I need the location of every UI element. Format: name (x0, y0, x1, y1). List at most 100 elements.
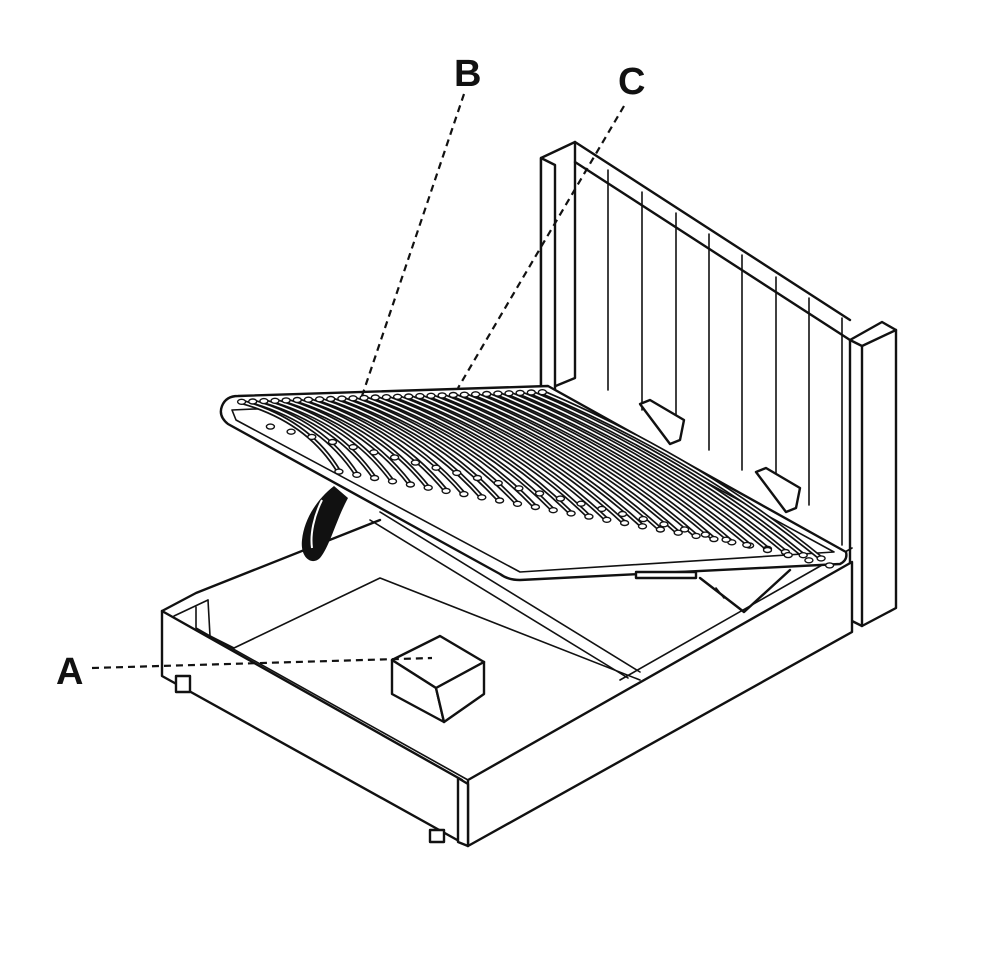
slat-clip (638, 515, 648, 523)
slat-clip (286, 428, 296, 435)
slat-clip (470, 391, 481, 398)
slat-clip (459, 391, 470, 398)
slat-clip (597, 505, 607, 513)
slat-highlight (285, 399, 412, 485)
slat-clip (441, 487, 451, 495)
slat-highlight (241, 401, 340, 473)
slat-highlight (452, 394, 679, 534)
slat-clip (602, 516, 612, 523)
slat-clip (816, 555, 826, 562)
slat-highlight (542, 391, 822, 560)
slat-clip (679, 526, 690, 533)
slat-clip (619, 519, 630, 527)
slat-clip (334, 468, 344, 475)
slat-clip (265, 423, 276, 430)
slat-highlight (475, 393, 715, 540)
slat-clip (526, 389, 536, 396)
frame-brackets (638, 398, 802, 514)
slat-clip (270, 397, 280, 404)
slat-clip (482, 390, 492, 398)
slat-highlight (297, 399, 429, 489)
slat-highlight (352, 397, 519, 505)
slat-clip (555, 495, 566, 502)
headboard (539, 140, 898, 628)
slat-clip (369, 474, 380, 482)
slat-highlight (308, 398, 447, 492)
slat-clip (494, 497, 505, 504)
slat-highlight (252, 400, 358, 476)
slat-clip (530, 503, 541, 511)
slat-clip (762, 546, 773, 554)
slat-clip (673, 529, 683, 536)
slat-highlight (319, 398, 465, 495)
slat-clip (292, 396, 302, 404)
slat-clip (700, 531, 711, 538)
slat-clip (247, 398, 258, 405)
storage-base (160, 511, 854, 848)
slat-highlight (530, 391, 804, 556)
slat-clip (721, 536, 731, 543)
slat-clip (303, 396, 314, 403)
slat-clip (742, 541, 752, 549)
slat-highlight (397, 396, 590, 518)
slat-highlight (430, 395, 644, 527)
slat-clip (389, 454, 400, 461)
slat-clip (783, 551, 793, 559)
slat-clip (691, 532, 701, 540)
callout-a-label: A (56, 651, 83, 693)
slat-clip (584, 513, 594, 520)
slat-clip (352, 471, 362, 478)
slat-highlight (486, 393, 733, 543)
slat-highlight (508, 392, 769, 550)
slat-clip (370, 394, 380, 401)
slat-clip (504, 390, 514, 397)
slat-clip (381, 394, 392, 401)
slat-clip (415, 392, 425, 400)
slat-clip (515, 389, 525, 397)
slat-clip (405, 481, 416, 488)
slat-clip (437, 392, 447, 399)
slat-clip (426, 392, 436, 399)
slat-clip (348, 443, 358, 451)
slat-highlight (408, 395, 608, 521)
slat-clip (534, 490, 545, 497)
gas-lift-mechanism (634, 568, 792, 614)
slat-clip (431, 464, 441, 471)
slat-clip (404, 393, 414, 400)
hardware-box (390, 634, 486, 724)
slat-clip (392, 393, 403, 400)
slat-clip (359, 394, 369, 402)
slat-highlight (274, 400, 394, 482)
slat-highlight (419, 395, 626, 524)
slat-clip (537, 389, 548, 396)
slat-clip (472, 474, 483, 482)
slat-clip (659, 521, 669, 528)
slat-clip (452, 469, 462, 477)
slat-clip (387, 478, 398, 485)
callout-c-label: C (618, 61, 645, 103)
slat-clip (637, 523, 648, 530)
slat-clip (709, 535, 719, 543)
slat-clip (477, 494, 487, 501)
slat-clip (348, 395, 358, 402)
slat-clip (326, 395, 336, 403)
slat-highlight (341, 397, 501, 502)
slat-highlight (519, 392, 786, 553)
slat-clip (314, 396, 325, 403)
slat-clip (514, 485, 524, 492)
slat-highlight (330, 398, 483, 498)
slat-clip (566, 510, 576, 517)
slat-clip (307, 433, 317, 441)
slat-clip (493, 390, 503, 397)
slat-clip (824, 562, 835, 569)
slat-highlight (464, 393, 697, 537)
leader-lines (91, 93, 625, 670)
slat-highlight (386, 396, 572, 514)
slat-clip (410, 459, 421, 466)
slat-clip (369, 449, 379, 456)
slat-clip (281, 397, 291, 404)
slat-clip (493, 479, 503, 487)
slat-clip (804, 557, 814, 564)
slat-highlight (497, 392, 751, 547)
